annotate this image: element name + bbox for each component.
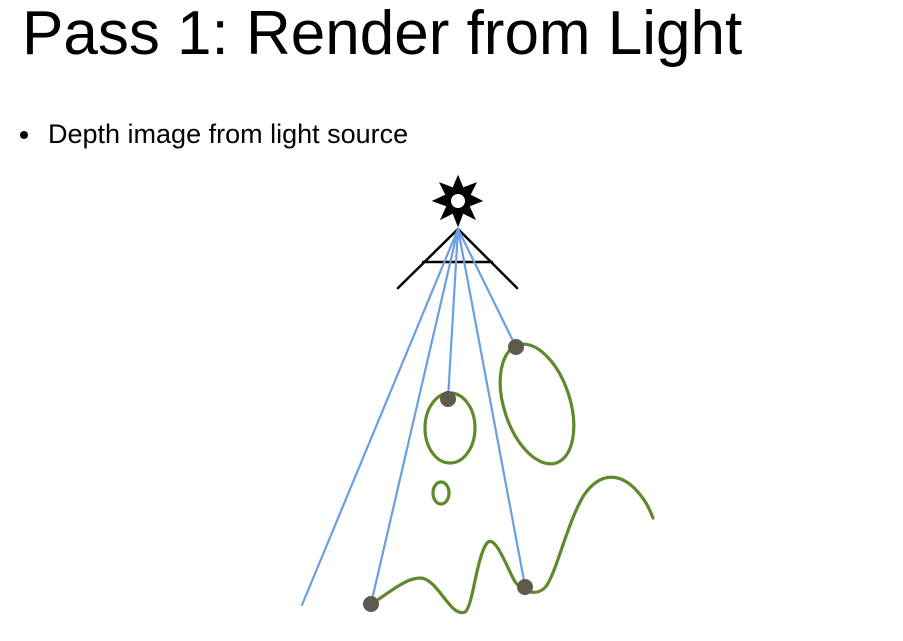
ray (456, 227, 527, 588)
ray (369, 227, 460, 606)
bullet-list: Depth image from light source (20, 116, 408, 152)
ray (446, 227, 460, 401)
bullet-item: Depth image from light source (20, 116, 408, 152)
light-rays (300, 227, 527, 607)
hit-point (508, 339, 524, 355)
hit-point (440, 391, 456, 407)
light-source-icon (431, 174, 484, 228)
bullet-text: Depth image from light source (48, 119, 409, 149)
hit-point (363, 596, 379, 612)
ray (456, 227, 518, 349)
frustum-right-edge (456, 227, 519, 290)
hit-point (517, 579, 533, 595)
frustum-left-edge (396, 227, 460, 290)
small-ellipse-object (431, 480, 451, 506)
scene-geometry (369, 342, 655, 615)
bullet-dot-icon (20, 131, 28, 139)
ground-curve (369, 475, 655, 615)
slide-title: Pass 1: Render from Light (22, 0, 743, 68)
large-ellipse-object (498, 342, 576, 466)
hit-points (363, 339, 533, 612)
ray (300, 227, 460, 607)
light-frustum (396, 227, 519, 290)
light-center (451, 194, 465, 208)
